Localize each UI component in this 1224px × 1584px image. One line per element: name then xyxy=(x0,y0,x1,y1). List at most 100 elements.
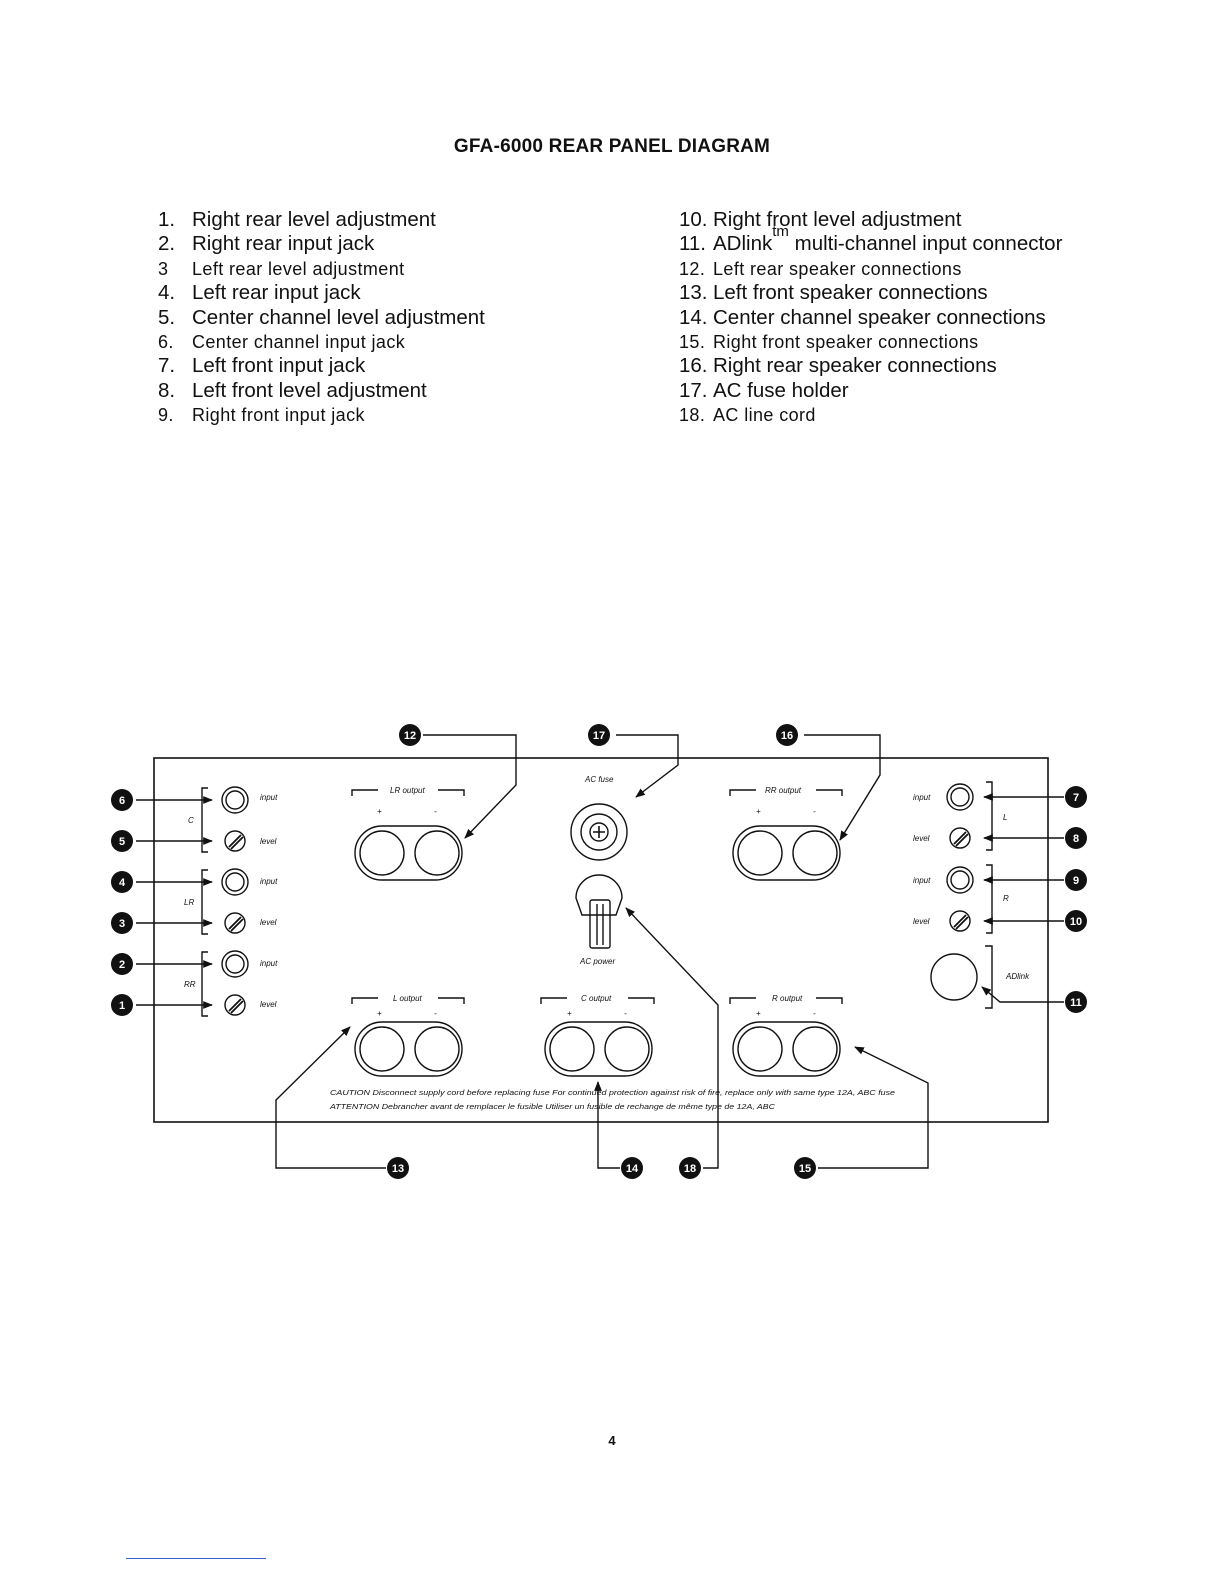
svg-text:8: 8 xyxy=(1073,833,1079,845)
adlink-label: ADlink xyxy=(1005,972,1030,981)
r-input-label: input xyxy=(913,876,931,885)
l-minus: - xyxy=(434,1009,437,1018)
callout-17: 17 xyxy=(588,724,610,746)
r-level-knob xyxy=(949,910,971,932)
svg-text:15: 15 xyxy=(799,1163,811,1175)
adlink-connector xyxy=(930,953,978,1001)
lr-input-jack xyxy=(221,868,249,896)
right-jack-column xyxy=(930,781,993,1009)
attention-text: ATTENTION Debrancher avant de remplacer … xyxy=(329,1102,776,1111)
lr-level-label: level xyxy=(260,918,277,927)
legend-left: 1.Right rear level adjustment 2.Right re… xyxy=(158,208,485,428)
rr-plus: + xyxy=(756,807,761,816)
group-label-c: C xyxy=(188,816,194,825)
legend-item-17: 17.AC fuse holder xyxy=(679,378,849,402)
legend-item-8: 8.Left front level adjustment xyxy=(158,378,427,402)
left-jack-column xyxy=(201,786,249,1017)
callout-7: 7 xyxy=(1065,786,1087,808)
svg-text:7: 7 xyxy=(1073,792,1079,804)
l-input-jack xyxy=(946,783,974,811)
c-output-terminals xyxy=(540,997,655,1077)
ac-power-label: AC power xyxy=(579,957,615,966)
c-minus: - xyxy=(624,1009,627,1018)
svg-text:10: 10 xyxy=(1070,916,1082,928)
callout-15: 15 xyxy=(794,1157,816,1179)
legend-item-4: 4.Left rear input jack xyxy=(158,281,361,305)
rr-output-terminals xyxy=(729,789,843,881)
callout-18: 18 xyxy=(679,1157,701,1179)
rr-output-label: RR output xyxy=(765,786,802,795)
legend-item-9: 9.Right front input jack xyxy=(158,405,365,426)
legend-item-7: 7.Left front input jack xyxy=(158,354,366,378)
svg-text:4: 4 xyxy=(119,877,126,889)
rr-level-label: level xyxy=(260,1000,277,1009)
svg-text:5: 5 xyxy=(119,836,125,848)
c-level-knob xyxy=(224,830,246,852)
l-level-knob xyxy=(949,827,971,849)
svg-text:6: 6 xyxy=(119,795,125,807)
l-plus: + xyxy=(377,1009,382,1018)
caution-text: CAUTION Disconnect supply cord before re… xyxy=(330,1088,895,1097)
c-output-label: C output xyxy=(581,994,612,1003)
svg-text:17: 17 xyxy=(593,730,605,742)
svg-text:18: 18 xyxy=(684,1163,696,1175)
panel-outline xyxy=(153,757,1049,1123)
svg-text:2: 2 xyxy=(119,959,125,971)
ac-fuse-holder xyxy=(570,803,628,861)
lr-level-knob xyxy=(224,912,246,934)
legend-right: 10.Right front level adjustment 11.ADlin… xyxy=(679,208,1062,428)
legend-item-10: 10.Right front level adjustment xyxy=(679,208,962,231)
rr-level-knob xyxy=(224,994,246,1016)
callout-16: 16 xyxy=(776,724,798,746)
svg-text:11: 11 xyxy=(1070,997,1082,1009)
callout-3: 3 xyxy=(111,912,133,934)
l-output-terminals xyxy=(351,997,465,1077)
svg-text:1: 1 xyxy=(119,1000,125,1012)
rr-minus: - xyxy=(813,807,816,816)
footer-rule xyxy=(126,1558,266,1559)
svg-text:13: 13 xyxy=(392,1163,404,1175)
legend-item-18: 18.AC line cord xyxy=(679,405,816,426)
callout-13: 13 xyxy=(387,1157,409,1179)
lr-output-terminals xyxy=(351,789,465,881)
callout-11: 11 xyxy=(1065,991,1087,1013)
callout-6: 6 xyxy=(111,789,133,811)
l-level-label: level xyxy=(913,834,930,843)
legend-item-2: 2.Right rear input jack xyxy=(158,232,375,256)
r-input-jack xyxy=(946,866,974,894)
c-input-jack xyxy=(221,786,249,814)
legend-item-5: 5.Center channel level adjustment xyxy=(158,305,485,329)
legend-item-12: 12.Left rear speaker connections xyxy=(679,258,962,279)
r-minus: - xyxy=(813,1009,816,1018)
callout-8: 8 xyxy=(1065,827,1087,849)
svg-text:16: 16 xyxy=(781,730,793,742)
legend-item-15: 15.Right front speaker connections xyxy=(679,332,979,353)
group-label-lr: LR xyxy=(184,898,194,907)
legend-item-14: 14.Center channel speaker connections xyxy=(679,305,1046,329)
c-plus: + xyxy=(567,1009,572,1018)
callout-1: 1 xyxy=(111,994,133,1016)
lr-input-label: input xyxy=(260,877,278,886)
group-label-r: R xyxy=(1003,894,1009,903)
rr-input-label: input xyxy=(260,959,278,968)
c-level-label: level xyxy=(260,837,277,846)
callout-10: 10 xyxy=(1065,910,1087,932)
legend-item-1: 1.Right rear level adjustment xyxy=(158,208,436,231)
ac-power-switch xyxy=(575,874,623,949)
group-label-l: L xyxy=(1003,813,1007,822)
rr-input-jack xyxy=(221,950,249,978)
callout-14: 14 xyxy=(621,1157,643,1179)
group-label-rr: RR xyxy=(184,980,196,989)
page-title: GFA-6000 REAR PANEL DIAGRAM xyxy=(453,136,771,157)
callout-9: 9 xyxy=(1065,869,1087,891)
r-output-label: R output xyxy=(772,994,803,1003)
r-output-terminals xyxy=(729,997,843,1077)
svg-text:14: 14 xyxy=(626,1163,639,1175)
r-level-label: level xyxy=(913,917,930,926)
callout-12: 12 xyxy=(399,724,421,746)
l-output-label: L output xyxy=(393,994,423,1003)
callout-5: 5 xyxy=(111,830,133,852)
callout-2: 2 xyxy=(111,953,133,975)
